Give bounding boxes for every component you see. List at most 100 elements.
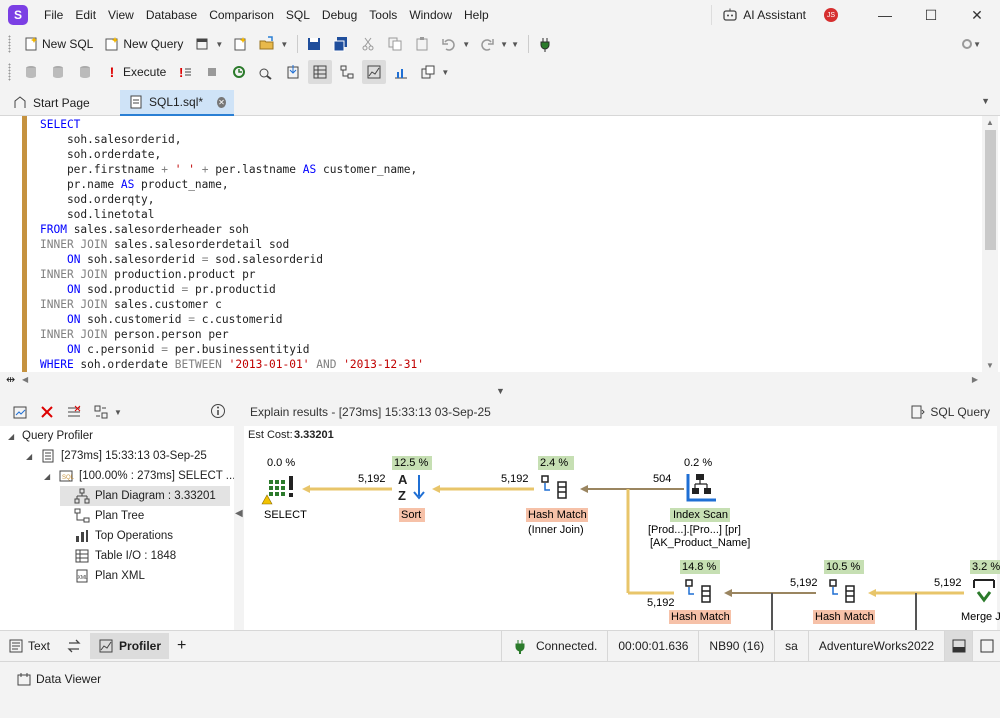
scroll-up-icon[interactable]: ▲	[986, 118, 994, 127]
transaction-dropdown-icon[interactable]: ▼	[441, 67, 450, 77]
stop-button[interactable]	[200, 60, 224, 84]
refresh-button[interactable]	[227, 60, 251, 84]
tree-session[interactable]: ◢ [273ms] 15:33:13 03-Sep-25	[26, 446, 207, 466]
code-line[interactable]: pr.name AS product_name,	[40, 178, 229, 191]
menu-database[interactable]: Database	[145, 8, 198, 22]
panel-splitter[interactable]: ◀	[234, 426, 244, 630]
more-dropdown-icon[interactable]: ▼	[511, 39, 519, 49]
database-button-3[interactable]	[73, 60, 97, 84]
node-merge-join[interactable]: 3.2 % Merge J	[961, 560, 1000, 623]
new-document-button[interactable]	[190, 32, 214, 56]
tree-plan-xml[interactable]: XML Plan XML	[60, 566, 145, 586]
copy-button[interactable]	[383, 32, 407, 56]
menu-file[interactable]: File	[44, 8, 64, 22]
code-line[interactable]: ON c.personid = per.businessentityid	[66, 343, 310, 356]
node-hash-match-2[interactable]: 14.8 % Hash Match	[669, 560, 731, 624]
execute-current-button[interactable]: !	[173, 60, 197, 84]
profiler-toggle-button[interactable]	[362, 60, 387, 84]
toolbar-grip[interactable]	[8, 35, 11, 53]
code-line[interactable]: per.firstname + ' ' + per.lastname AS cu…	[40, 163, 418, 176]
paste-button[interactable]	[410, 32, 434, 56]
menu-view[interactable]: View	[108, 8, 134, 22]
menu-debug[interactable]: Debug	[321, 8, 358, 22]
code-line[interactable]: sod.linetotal	[40, 208, 155, 221]
chart-button[interactable]	[389, 60, 413, 84]
compare-dropdown-icon[interactable]: ▼	[114, 407, 122, 417]
redo-button[interactable]	[475, 32, 499, 56]
minimize-button[interactable]: —	[878, 7, 892, 23]
code-line[interactable]: soh.orderdate,	[40, 148, 162, 161]
database-button-1[interactable]	[19, 60, 43, 84]
menu-window[interactable]: Window	[409, 8, 452, 22]
undo-dropdown-icon[interactable]: ▼	[462, 39, 471, 49]
cut-button[interactable]	[356, 32, 380, 56]
swap-panels-button[interactable]	[58, 633, 90, 659]
toolbar-grip[interactable]	[8, 63, 11, 81]
editor-vertical-scrollbar[interactable]: ▲ ▼	[982, 116, 998, 372]
menu-comparison[interactable]: Comparison	[209, 8, 274, 22]
tree-table-io[interactable]: Table I/O : 1848	[60, 546, 176, 566]
close-tab-icon[interactable]: ✕	[217, 96, 226, 108]
node-hash-match-3[interactable]: 10.5 % Hash Match	[813, 560, 875, 624]
code-line[interactable]: FROM sales.salesorderheader soh	[40, 223, 249, 236]
code-line[interactable]: INNER JOIN person.person per	[40, 328, 229, 341]
sql-code[interactable]: SELECT soh.salesorderid, soh.orderdate, …	[40, 117, 424, 372]
tree-query[interactable]: ◢ SQL [100.00% : 273ms] SELECT ...	[44, 466, 235, 486]
layout-full-button[interactable]	[972, 631, 1000, 661]
menu-edit[interactable]: Edit	[75, 8, 97, 22]
tab-sql1[interactable]: SQL1.sql* ✕	[120, 90, 234, 116]
tab-start-page[interactable]: Start Page	[4, 90, 98, 116]
sql-query-button[interactable]: SQL Query	[910, 404, 990, 420]
menu-tools[interactable]: Tools	[369, 8, 398, 22]
node-index-scan[interactable]: 0.2 % Index Scan [Prod...].[Pro...] [pr]…	[648, 457, 750, 549]
data-viewer-bar[interactable]: Data Viewer	[0, 661, 1000, 695]
code-line[interactable]: sod.orderqty,	[40, 193, 155, 206]
collapse-icon[interactable]: ◢	[8, 431, 15, 441]
add-tab-button[interactable]: +	[177, 636, 187, 654]
code-line[interactable]: ON soh.customerid = c.customerid	[66, 313, 283, 326]
delete-profile-button[interactable]	[35, 400, 59, 424]
code-line[interactable]: ON soh.salesorderid = sod.salesorderid	[66, 253, 323, 266]
tab-list-dropdown-icon[interactable]: ▼	[981, 96, 990, 106]
new-query-button[interactable]: New Query	[100, 32, 187, 56]
plan-diagram[interactable]: Est Cost: 3.33201 5,192 5,	[244, 426, 1000, 630]
code-line[interactable]: INNER JOIN sales.salesorderdetail sod	[40, 238, 290, 251]
menu-help[interactable]: Help	[464, 8, 489, 22]
scrollbar-thumb[interactable]	[985, 130, 996, 250]
compare-profiles-button[interactable]	[89, 400, 113, 424]
collapse-icon[interactable]: ◢	[44, 471, 51, 481]
collapse-icon[interactable]: ◢	[26, 451, 33, 461]
ai-assistant-button[interactable]: AI Assistant	[711, 5, 816, 25]
plan-button[interactable]	[335, 60, 359, 84]
new-sql-button[interactable]: New SQL	[19, 32, 97, 56]
scroll-down-icon[interactable]: ▼	[986, 361, 994, 370]
maximize-button[interactable]: ☐	[924, 6, 938, 23]
node-sort[interactable]: 12.5 % A Z Sort	[392, 456, 432, 522]
collapse-tree-icon[interactable]: ◀	[235, 508, 243, 519]
open-dropdown-icon[interactable]: ▼	[280, 39, 289, 49]
clear-profiles-button[interactable]	[62, 400, 86, 424]
new-profile-button[interactable]	[8, 400, 32, 424]
tree-plan-diagram[interactable]: Plan Diagram : 3.33201	[60, 486, 230, 506]
editor-horizontal-scrollbar[interactable]: ⇹ ◀ ▶	[0, 372, 1000, 388]
redo-dropdown-icon[interactable]: ▼	[500, 39, 509, 49]
code-line[interactable]: SELECT	[40, 118, 81, 131]
export-button[interactable]	[281, 60, 305, 84]
properties-button[interactable]	[210, 403, 226, 422]
code-line[interactable]: INNER JOIN production.product pr	[40, 268, 256, 281]
tab-profiler[interactable]: Profiler	[90, 632, 170, 659]
tree-query-profiler[interactable]: ◢ Query Profiler	[8, 426, 93, 446]
scroll-left-icon[interactable]: ◀	[22, 375, 29, 384]
execute-button[interactable]: ! Execute	[100, 60, 170, 84]
code-line[interactable]: soh.salesorderid,	[40, 133, 182, 146]
code-line[interactable]: ON sod.productid = pr.productid	[66, 283, 276, 296]
collapse-editor-icon[interactable]: ▼	[496, 386, 505, 396]
sql-editor[interactable]: SELECT soh.salesorderid, soh.orderdate, …	[0, 116, 1000, 372]
transaction-button[interactable]	[416, 60, 440, 84]
new-file-button[interactable]	[228, 32, 252, 56]
tab-text[interactable]: Text	[0, 633, 58, 659]
scroll-right-icon[interactable]: ▶	[971, 375, 978, 384]
query-builder-button[interactable]	[254, 60, 278, 84]
layout-bottom-button[interactable]	[944, 631, 972, 661]
code-line[interactable]: INNER JOIN sales.customer c	[40, 298, 222, 311]
